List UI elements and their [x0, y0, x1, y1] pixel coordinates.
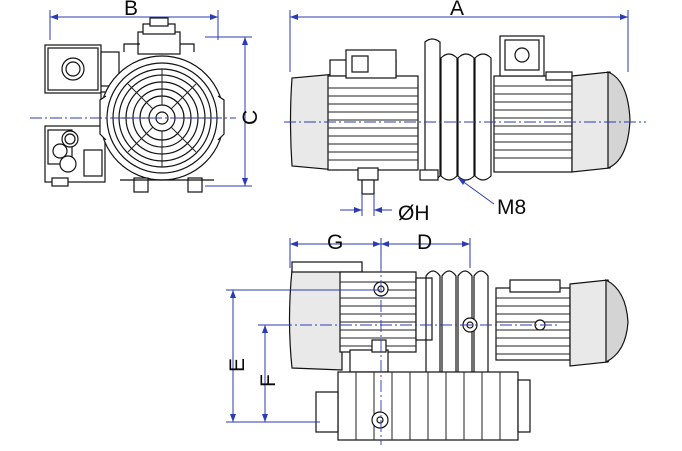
front-view — [30, 17, 236, 193]
label-e: E — [226, 358, 249, 372]
label-d: D — [417, 231, 432, 254]
label-m8: M8 — [497, 196, 526, 219]
label-a: A — [450, 0, 464, 20]
dimension-labels: B A C ØH M8 G D E F — [124, 0, 526, 387]
cooling-coil — [424, 38, 492, 181]
bottom-view — [260, 240, 629, 445]
label-b: B — [124, 0, 138, 20]
label-g: G — [327, 231, 343, 254]
label-f: F — [257, 374, 280, 387]
side-view — [284, 35, 646, 195]
label-c: C — [239, 110, 262, 125]
label-oh: ØH — [398, 202, 430, 225]
dimension-lines — [49, 10, 629, 423]
